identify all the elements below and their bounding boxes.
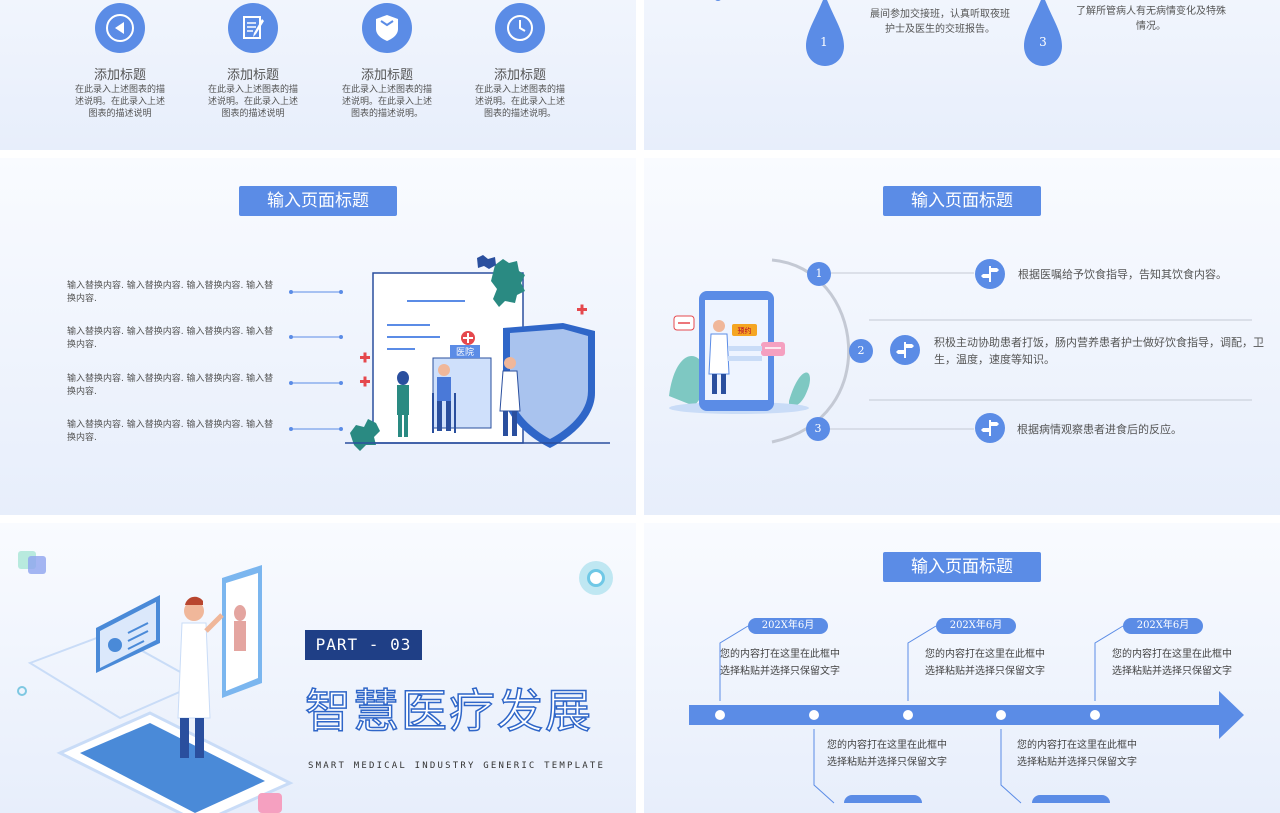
slide-icons[interactable]: 添加标题 在此录入上述图表的描述说明。在此录入上述图表的描述说明 添加标题 在此… — [0, 0, 636, 150]
drop-fragment — [714, 0, 722, 1]
drop-text-1: 晨间参加交接班，认真听取夜班护士及医生的交班报告。 — [870, 9, 1010, 35]
signpost-icon — [975, 259, 1005, 289]
step-number-1: 1 — [807, 262, 831, 286]
step-text-1: 根据医嘱给予饮食指导，告知其饮食内容。 — [1018, 268, 1227, 281]
signpost-icon — [975, 413, 1005, 443]
timeline-date-clipped — [844, 795, 922, 803]
list-item: 输入替换内容. 输入替换内容. 输入替换内容. 输入替换内容. — [67, 281, 274, 304]
slide-timeline[interactable]: 输入页面标题 202X年6月 202X年6月 202X年6月 您的内容打在这里在… — [644, 523, 1280, 813]
step-number-2: 2 — [849, 339, 873, 363]
back-arrow-icon — [95, 3, 145, 53]
item-desc-3: 在此录入上述图表的描述说明。在此录入上述图表的描述说明。 — [341, 85, 432, 119]
appointment-badge: 预约 — [738, 326, 752, 335]
step-text-3: 根据病情观察患者进食后的反应。 — [1017, 423, 1182, 436]
timeline-arrow — [689, 625, 1244, 804]
section-subtitle: SMART MEDICAL INDUSTRY GENERIC TEMPLATE — [308, 761, 606, 771]
page-title: 输入页面标题 — [239, 186, 397, 216]
page-title: 输入页面标题 — [883, 552, 1041, 582]
timeline-date-clipped — [1032, 795, 1110, 803]
timeline-date: 202X年6月 — [936, 618, 1016, 634]
hospital-sign: 医院 — [456, 346, 474, 358]
item-title-2: 添加标题 — [226, 68, 279, 83]
decor-ring — [579, 561, 613, 595]
hospital-illustration: 医院 — [345, 255, 610, 451]
step-text-2: 积极主动协助患者打饭，肠内营养患者护士做好饮食指导，调配，卫生，温度，速度等知识… — [934, 336, 1264, 366]
clock-icon — [495, 3, 545, 53]
timeline-text: 您的内容打在这里在此框中选择粘贴并选择只保留文字 — [1112, 649, 1232, 677]
timeline-date: 202X年6月 — [748, 618, 828, 634]
slide-hospital[interactable]: 输入页面标题 输入替换内容. 输入替换内容. 输入替换内容. 输入替换内容. 输… — [0, 158, 636, 515]
item-title-1: 添加标题 — [93, 68, 146, 83]
signpost-icon — [890, 335, 920, 365]
step-number-3: 3 — [806, 417, 830, 441]
slide-diet-steps[interactable]: 输入页面标题 1 2 3 根据医嘱给予饮食指导，告知其饮食内容。 积极主动协助患… — [644, 158, 1280, 515]
item-title-3: 添加标题 — [360, 68, 413, 83]
list-item: 输入替换内容. 输入替换内容. 输入替换内容. 输入替换内容. — [67, 420, 274, 443]
shield-icon — [362, 3, 412, 53]
section-title: 智慧医疗发展 — [304, 683, 593, 739]
drop-number-1: 1 — [820, 35, 828, 49]
timeline-text: 您的内容打在这里在此框中选择粘贴并选择只保留文字 — [925, 649, 1045, 677]
timeline-text: 您的内容打在这里在此框中选择粘贴并选择只保留文字 — [1017, 740, 1137, 768]
timeline-date: 202X年6月 — [1123, 618, 1203, 634]
item-title-4: 添加标题 — [493, 68, 546, 83]
timeline-text: 您的内容打在这里在此框中选择粘贴并选择只保留文字 — [827, 740, 947, 768]
timeline-text: 您的内容打在这里在此框中选择粘贴并选择只保留文字 — [720, 649, 840, 677]
drop-marker-3 — [1024, 0, 1062, 66]
item-desc-1: 在此录入上述图表的描述说明。在此录入上述图表的描述说明 — [74, 85, 165, 119]
list-connectors — [289, 290, 343, 431]
decor-square — [258, 793, 282, 813]
drop-marker-1 — [806, 0, 844, 66]
part-badge: PART - 03 — [305, 630, 422, 660]
phone-doctor-illustration: 预约 — [669, 291, 810, 414]
slide-section[interactable]: PART - 03 智慧医疗发展 SMART MEDICAL INDUSTRY … — [0, 523, 636, 813]
drop-text-3: 了解所管病人有无病情变化及特殊情况。 — [1076, 6, 1226, 32]
drop-number-3: 3 — [1039, 35, 1047, 49]
list-item: 输入替换内容. 输入替换内容. 输入替换内容. 输入替换内容. — [67, 374, 274, 397]
list-item: 输入替换内容. 输入替换内容. 输入替换内容. 输入替换内容. — [67, 327, 274, 350]
item-desc-2: 在此录入上述图表的描述说明。在此录入上述图表的描述说明 — [207, 85, 298, 119]
page-title: 输入页面标题 — [883, 186, 1041, 216]
edit-note-icon — [228, 3, 278, 53]
item-desc-4: 在此录入上述图表的描述说明。在此录入上述图表的描述说明。 — [474, 85, 565, 119]
isometric-doctor-illustration — [17, 551, 294, 813]
slide-drops[interactable]: 1 3 晨间参加交接班，认真听取夜班护士及医生的交班报告。 了解所管病人有无病情… — [644, 0, 1280, 150]
